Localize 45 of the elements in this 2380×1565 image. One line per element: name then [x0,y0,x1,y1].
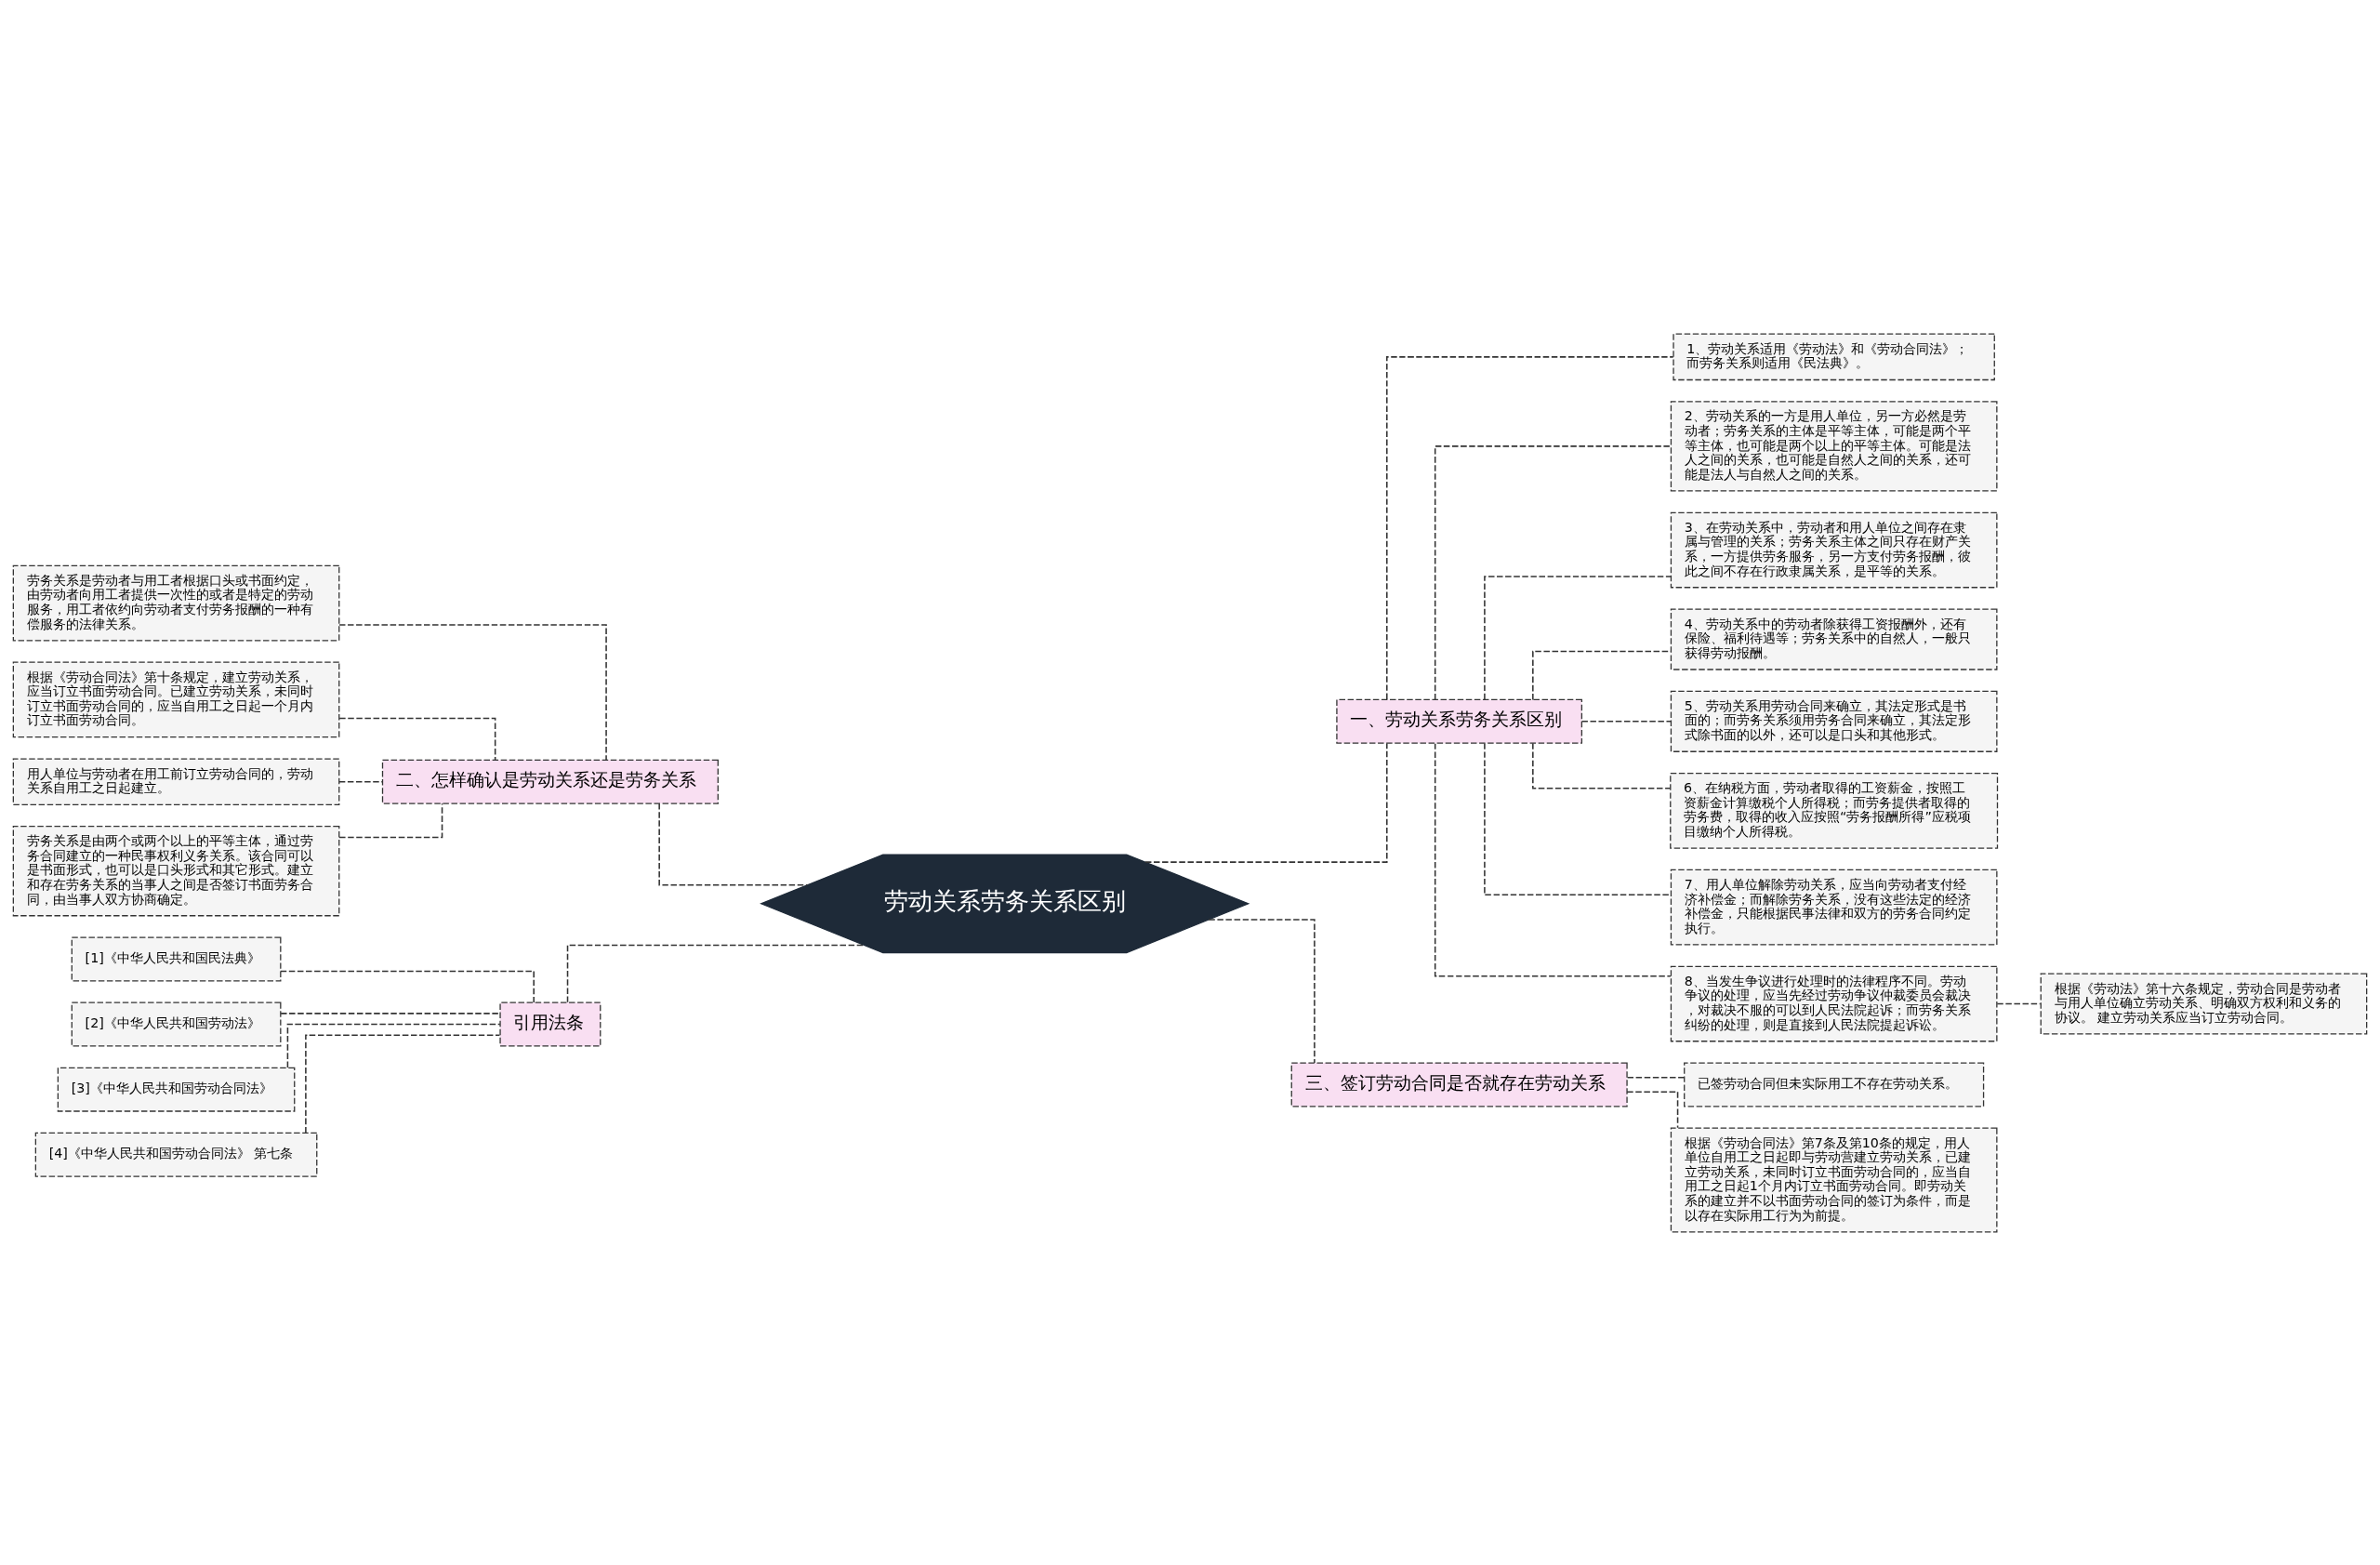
connector [1532,742,1672,789]
connector [1580,720,1672,723]
node-box: [2]《中华人民共和国劳动法》 [71,1001,282,1047]
node-box: 用人单位与劳动者在用工前订立劳动合同的，劳动关系自用工之日起建立。 [12,757,340,805]
connector [1434,444,1672,700]
connector [280,1012,501,1015]
connector [338,802,443,838]
connector [1626,1091,1679,1129]
connector [1484,742,1673,895]
node-box: 引用法条 [499,1001,602,1047]
connector [1434,742,1672,976]
node-box: 已签劳动合同但未实际用工不存在劳动关系。 [1684,1061,1985,1107]
node-box: 4、劳动关系中的劳动者除获得工资报酬外，还有保险、福利待遇等；劳务关系中的自然人，一般只获得劳动报酬。 [1670,607,1998,670]
node-box: 根据《劳动合同法》第十条规定，建立劳动关系，应当订立书面劳动合同。已建立劳动关系，未同时订立书面劳动合同的，应当自用工之日起一个月内订立书面劳动合同。 [12,661,340,737]
node-box: 5、劳动关系用劳动合同来确立，其法定形式是书面的；而劳务关系须用劳务合同来确立，其法定形式除书面的以外，还可以是口头和其他形式。 [1670,690,1998,752]
connector [305,1034,501,1134]
node-box: 根据《劳动法》第十六条规定，劳动合同是劳动者与用人单位确立劳动关系、明确双方权利和义务的协议。 建立劳动关系应当订立劳动合同。 [2040,972,2368,1035]
connector [1484,575,1673,700]
connector [338,780,384,782]
node-box: [1]《中华人民共和国民法典》 [71,936,282,981]
node-box: 一、劳动关系劳务关系区别 [1336,698,1583,744]
connector [658,802,809,886]
node-box: 二、怎样确认是劳动关系还是劳务关系 [381,759,719,804]
node-box: 2、劳动关系的一方是用人单位，另一方必然是劳动者；劳务关系的主体是平等主体，可能是两个平等主体，也可能是两个以上的平等主体。可能是法人之间的关系，也可能是自然人之间的关系，还可能是法人与自然人之间的关系。 [1670,400,1998,492]
connector [1386,355,1674,700]
connector [1144,742,1388,863]
connector [338,717,496,761]
connector [566,944,866,1003]
node-box: 根据《劳动合同法》第7条及第10条的规定，用人单位自用工之日起即与劳动营建立劳动关系，已建立劳动关系，未同时订立书面劳动合同的，应当自用工之日起1个月内订立书面劳动合同。即劳动关系的建立并不以书面劳动合同的签订为条件，而是以存在实际用工行为为前提。 [1670,1127,1998,1232]
node-box: 三、签订劳动合同是否就存在劳动关系 [1290,1061,1628,1107]
node-box: 劳务关系是由两个或两个以上的平等主体，通过劳务合同建立的一种民事权利义务关系。该合同可以是书面形式，也可以是口头形式和其它形式。建立和存在劳务关系的当事人之间是否签订书面劳务合同，由当事人双方协商确定。 [12,825,340,916]
node-box: 1、劳动关系适用《劳动法》和《劳动合同法》；而劳务关系则适用《民法典》。 [1673,333,1995,380]
node-box: 6、在纳税方面，劳动者取得的工资薪金，按照工资薪金计算缴税个人所得税；而劳务提供者取得的劳务费，取得的收入应按照“劳务报酬所得”应税项目缴纳个人所得税。 [1670,772,1999,849]
node-box: [4]《中华人民共和国劳动合同法》 第七条 [34,1132,318,1177]
node-box: 劳务关系是劳动者与用工者根据口头或书面约定，由劳动者向用工者提供一次性的或者是特定的劳动服务，用工者依约向劳动者支付劳务报酬的一种有偿服务的法律关系。 [12,564,340,641]
node-box: [3]《中华人民共和国劳动合同法》 [57,1067,296,1112]
connector [338,623,607,761]
node-box: 7、用人单位解除劳动关系，应当向劳动者支付经济补偿金；而解除劳务关系，没有这些法定的经济补偿金，只能根据民事法律和双方的劳务合同约定执行。 [1670,869,1998,946]
connector [1208,918,1316,1064]
connector [1626,1076,1686,1078]
node-box: 3、在劳动关系中，劳动者和用人单位之间存在隶属与管理的关系；劳务关系主体之间只存在财产关系，一方提供劳务服务，另一方支付劳务报酬，彼此之间不存在行政隶属关系，是平等的关系。 [1670,511,1998,588]
node-box: 8、当发生争议进行处理时的法律程序不同。劳动争议的处理，应当先经过劳动争议仲裁委员会裁决，对裁决不服的可以到人民法院起诉；而劳务关系纠纷的处理，则是直接到人民法院提起诉讼。 [1670,965,1998,1041]
connector [286,1023,501,1068]
connector [280,970,535,1003]
connector [1996,1002,2042,1004]
